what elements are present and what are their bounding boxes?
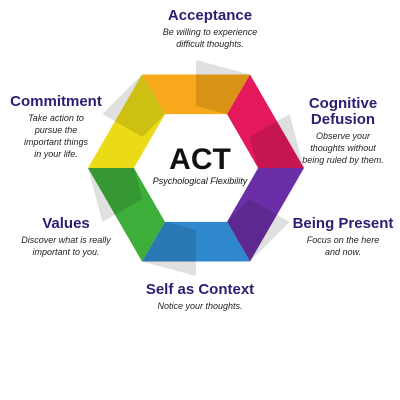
label-acceptance: Acceptance Be willing to experience diff…	[120, 8, 300, 50]
segment-shading-cognitive-defusion	[249, 114, 304, 168]
segment-commitment	[88, 74, 165, 168]
label-being-present: Being Present Focus on the here and now.	[286, 216, 400, 258]
commitment-description: Take action to pursue the important thin…	[23, 113, 89, 159]
being-present-title: Being Present	[292, 215, 394, 232]
label-values: Values Discover what is really important…	[6, 216, 126, 258]
cognitive-defusion-description: Observe your thoughts without being rule…	[302, 131, 384, 165]
segment-shading-being-present	[227, 199, 290, 262]
segment-shading-acceptance	[196, 60, 250, 115]
segment-shading-values	[88, 168, 143, 222]
segment-shading-self-as-context	[142, 221, 196, 276]
center-subtitle: Psychological Flexibility	[152, 176, 248, 186]
segment-acceptance	[142, 74, 250, 115]
values-title: Values	[42, 215, 90, 232]
acceptance-description: Be willing to experience difficult thoug…	[162, 27, 258, 49]
label-cognitive-defusion: Cognitive Defusion Observe your thoughts…	[288, 96, 398, 166]
label-self-as-context: Self as Context Notice your thoughts.	[110, 282, 290, 312]
segment-self-as-context	[142, 221, 250, 262]
being-present-description: Focus on the here and now.	[306, 235, 380, 257]
segment-being-present	[227, 168, 304, 262]
center-hexagon	[134, 114, 258, 222]
self-as-context-description: Notice your thoughts.	[157, 301, 243, 311]
segment-values	[88, 168, 165, 262]
values-description: Discover what is really important to you…	[21, 235, 111, 257]
self-as-context-title: Self as Context	[145, 281, 255, 298]
commitment-title: Commitment	[10, 93, 102, 110]
cognitive-defusion-title: Cognitive Defusion	[308, 95, 378, 128]
acceptance-title: Acceptance	[167, 7, 253, 24]
label-commitment: Commitment Take action to pursue the imp…	[2, 94, 110, 160]
center-title: ACT	[169, 143, 231, 176]
segment-cognitive-defusion	[227, 74, 304, 168]
segment-shading-commitment	[102, 74, 165, 137]
